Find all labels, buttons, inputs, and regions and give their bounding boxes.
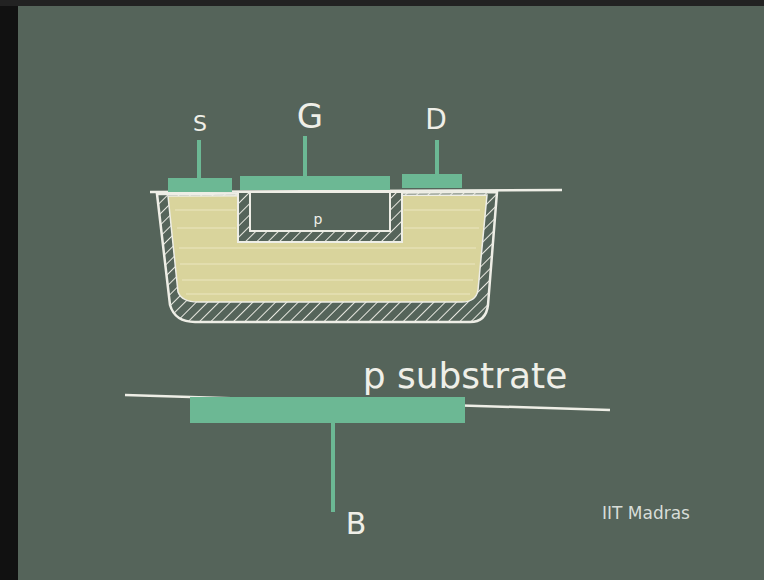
body-lead [331,423,335,512]
label-holder: D [425,106,447,134]
terminal-name: S [193,113,207,135]
drain-contact [402,174,462,188]
source-lead [197,140,201,178]
region-label: p [314,212,323,226]
source-contact [168,178,232,192]
label-holder: B [346,509,367,539]
terminal-name: B [346,509,367,539]
terminal-name: G [297,99,323,133]
p-region [250,192,390,231]
label-holder: S [193,113,207,135]
label-holder: G [297,99,323,133]
body-contact [190,397,465,423]
terminal-name: D [425,106,447,134]
watermark: IIT Madras [602,505,690,522]
inner-depletion [238,192,402,242]
gate-contact [240,176,390,190]
label-holder: p [314,212,323,226]
region-label: p substrate [363,358,568,394]
drain-lead [435,140,439,174]
label-holder: IIT Madras [602,505,690,522]
gate-lead [303,136,307,176]
frame-edge [0,0,18,580]
label-holder: p substrate [363,358,568,394]
frame-edge [0,0,764,6]
depletion-boundary [157,192,497,322]
